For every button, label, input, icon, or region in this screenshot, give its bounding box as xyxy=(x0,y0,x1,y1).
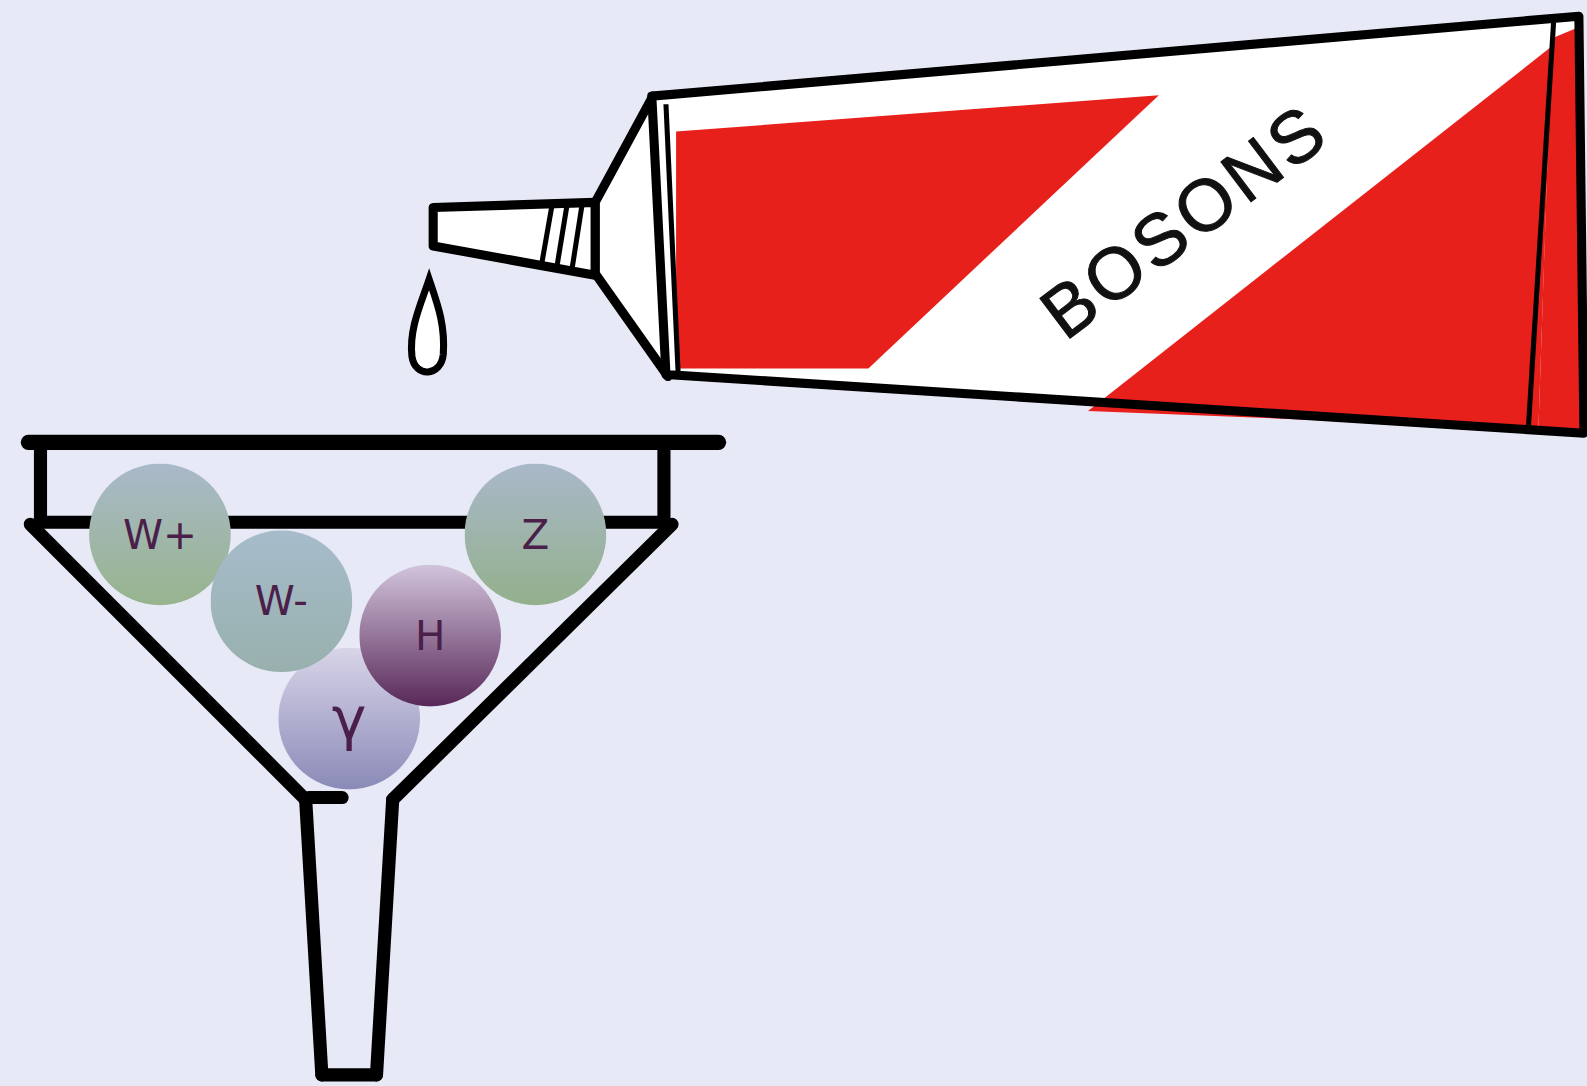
particle-symbol: γ xyxy=(332,684,367,753)
tube-body xyxy=(652,16,1584,433)
funnel-stem xyxy=(306,800,322,1075)
tube-nozzle xyxy=(433,202,595,275)
boson-circle: Z xyxy=(465,464,607,606)
tube-edge xyxy=(666,104,678,372)
tube-cap xyxy=(1528,22,1553,429)
particle-symbol: Z xyxy=(522,511,550,558)
particle-symbol: W- xyxy=(255,578,308,625)
boson-circle: W+ xyxy=(89,464,231,606)
nozzle-thread xyxy=(541,207,551,265)
tube-stripe xyxy=(1538,26,1581,429)
particle-symbol: H xyxy=(415,612,445,659)
funnel-stem xyxy=(309,791,342,804)
funnel-stem xyxy=(377,800,393,1075)
drop xyxy=(411,279,443,372)
funnel-rim xyxy=(28,435,718,450)
boson-circle: H xyxy=(359,565,501,707)
funnel-stem xyxy=(322,1068,377,1081)
boson-circle: W- xyxy=(211,530,353,672)
nozzle-thread xyxy=(572,205,582,270)
nozzle-thread xyxy=(557,206,567,268)
tube-outline xyxy=(652,16,1584,433)
particle-symbol: W+ xyxy=(123,511,197,558)
boson-tube: BOSONS xyxy=(638,8,1587,443)
funnel-rim xyxy=(34,442,47,522)
funnel-rim xyxy=(657,442,670,522)
